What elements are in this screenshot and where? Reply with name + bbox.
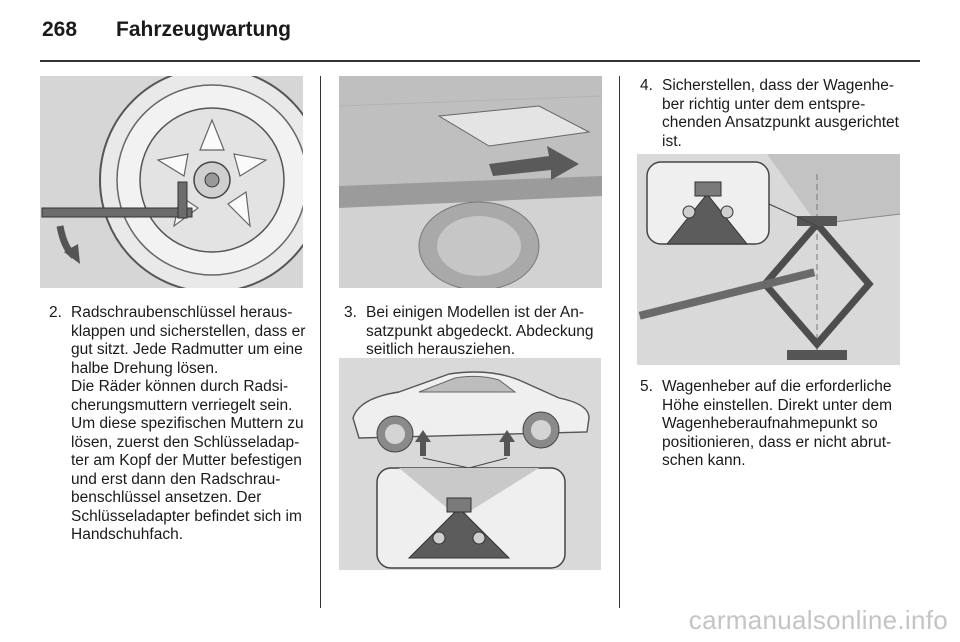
page-number: 268 [42,18,78,41]
scissor-jack-illustration [637,154,900,365]
column-divider-2 [619,76,620,608]
column-divider-1 [320,76,321,608]
chapter-title: Fahrzeugwartung [116,18,292,41]
jacking-point-cover-illustration [339,76,602,288]
step-text: Sicherstellen, dass der Wagenhe­ber rich… [662,77,899,150]
step-number: 2. [49,304,62,321]
step-number: 3. [344,304,357,321]
step-3: 3. Bei einigen Modellen ist der An­satzp… [344,304,604,360]
watermark: carmanualsonline.info [688,605,948,635]
wheel-lock-note: Die Räder können durch Radsi­cherungsmut… [71,378,304,543]
step-number: 5. [640,378,653,395]
step-text: Radschraubenschlüssel heraus­klappen und… [71,304,306,377]
step-2: 2. Radschraubenschlüssel heraus­klappen … [49,304,307,378]
step-5: 5. Wagenheber auf die erforderliche Höhe… [640,378,902,471]
page-header: 268 Fahrzeugwartung [42,18,291,48]
car-jacking-points-illustration [339,358,601,570]
step-4: 4. Sicherstellen, dass der Wagenhe­ber r… [640,77,902,151]
step-text: Bei einigen Modellen ist der An­satzpunk… [366,304,594,358]
step-number: 4. [640,77,653,94]
step-text: Wagenheber auf die erforderliche Höhe ei… [662,378,893,469]
wheel-wrench-illustration [40,76,303,288]
header-rule [40,60,920,62]
